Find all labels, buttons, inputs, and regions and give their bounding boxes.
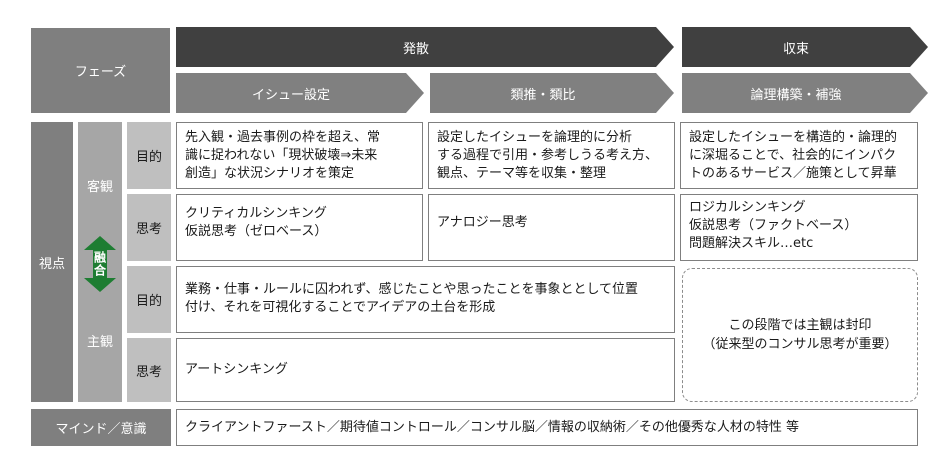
obj-purpose-issue-setting: 先入観・過去事例の枠を超え、常 識に捉われない「現状破壊⇒未来 創造」な状況シナ… [176, 122, 423, 189]
mind-label: マインド／意識 [31, 409, 171, 446]
phase-label: フェーズ [31, 28, 170, 113]
subjective-label: 主観 [86, 334, 113, 350]
viewpoint-label: 視点 [31, 122, 73, 402]
subjective-sealed-note: この段階では主観は封印 （従来型のコンサル思考が重要） [682, 268, 918, 402]
obj-thinking-analogy: アナロジー思考 [428, 194, 675, 261]
obj-purpose-analogy: 設定したイシューを論理的に分析 する過程で引用・参考しうる考え方、 観点、テーマ… [428, 122, 675, 189]
objective-label: 客観 [86, 179, 113, 195]
analogy-label: 類推・類比 [510, 87, 576, 103]
obj-thinking-label: 思考 [127, 194, 171, 261]
divergence-label: 発散 [402, 41, 429, 57]
sub-thinking-text: アートシンキング [176, 338, 675, 402]
obj-thinking-issue-setting: クリティカルシンキング 仮説思考（ゼロベース） [176, 194, 423, 261]
obj-purpose-label: 目的 [127, 122, 171, 189]
issue-setting-arrow [176, 73, 424, 113]
fusion-double-arrow-icon [84, 236, 116, 292]
convergence-arrow [682, 27, 928, 67]
obj-thinking-logic: ロジカルシンキング 仮説思考（ファクトベース） 問題解決スキル…etc [680, 194, 918, 261]
convergence-label: 収束 [782, 41, 809, 57]
mind-text: クライアントファースト／期待値コントロール／コンサル脳／情報の収納術／その他優秀… [176, 409, 918, 446]
logic-arrow [682, 73, 928, 113]
issue-setting-label: イシュー設定 [251, 87, 330, 103]
logic-label: 論理構築・補強 [750, 87, 842, 103]
sub-purpose-label: 目的 [127, 266, 171, 333]
analogy-arrow [430, 73, 674, 113]
obj-purpose-logic: 設定したイシューを構造的・論理的 に深堀ることで、社会的にインパク トのあるサー… [680, 122, 918, 189]
sub-thinking-label: 思考 [127, 338, 171, 402]
divergence-arrow [176, 27, 674, 67]
fusion-label: 融合 [92, 251, 107, 277]
sub-purpose-text: 業務・仕事・ルールに囚われず、感じたことや思ったことを事象ととして位置 付け、そ… [176, 266, 675, 333]
